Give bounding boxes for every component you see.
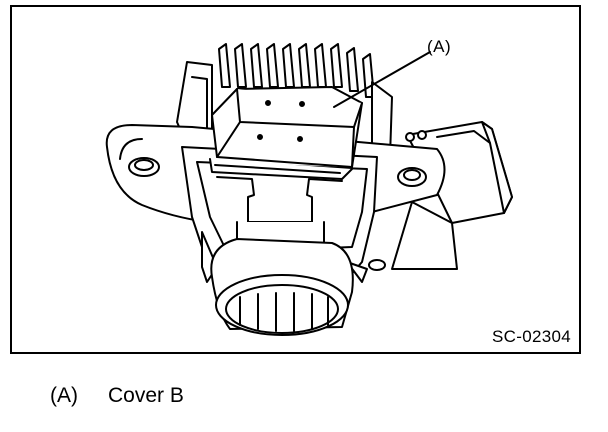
legend-key: (A): [50, 384, 78, 407]
legend: (A) Cover B: [50, 384, 184, 408]
figure-frame: (A) SC-02304: [10, 5, 581, 354]
cover-b: [209, 86, 363, 180]
wiring-connector: [391, 121, 513, 270]
legend-text: Cover B: [108, 384, 184, 407]
component-drawing: [105, 43, 513, 336]
figure-code: SC-02304: [492, 327, 571, 346]
connector-socket: [210, 238, 354, 336]
callout-leader-line: [333, 51, 431, 108]
callout-label-a: (A): [427, 37, 452, 56]
